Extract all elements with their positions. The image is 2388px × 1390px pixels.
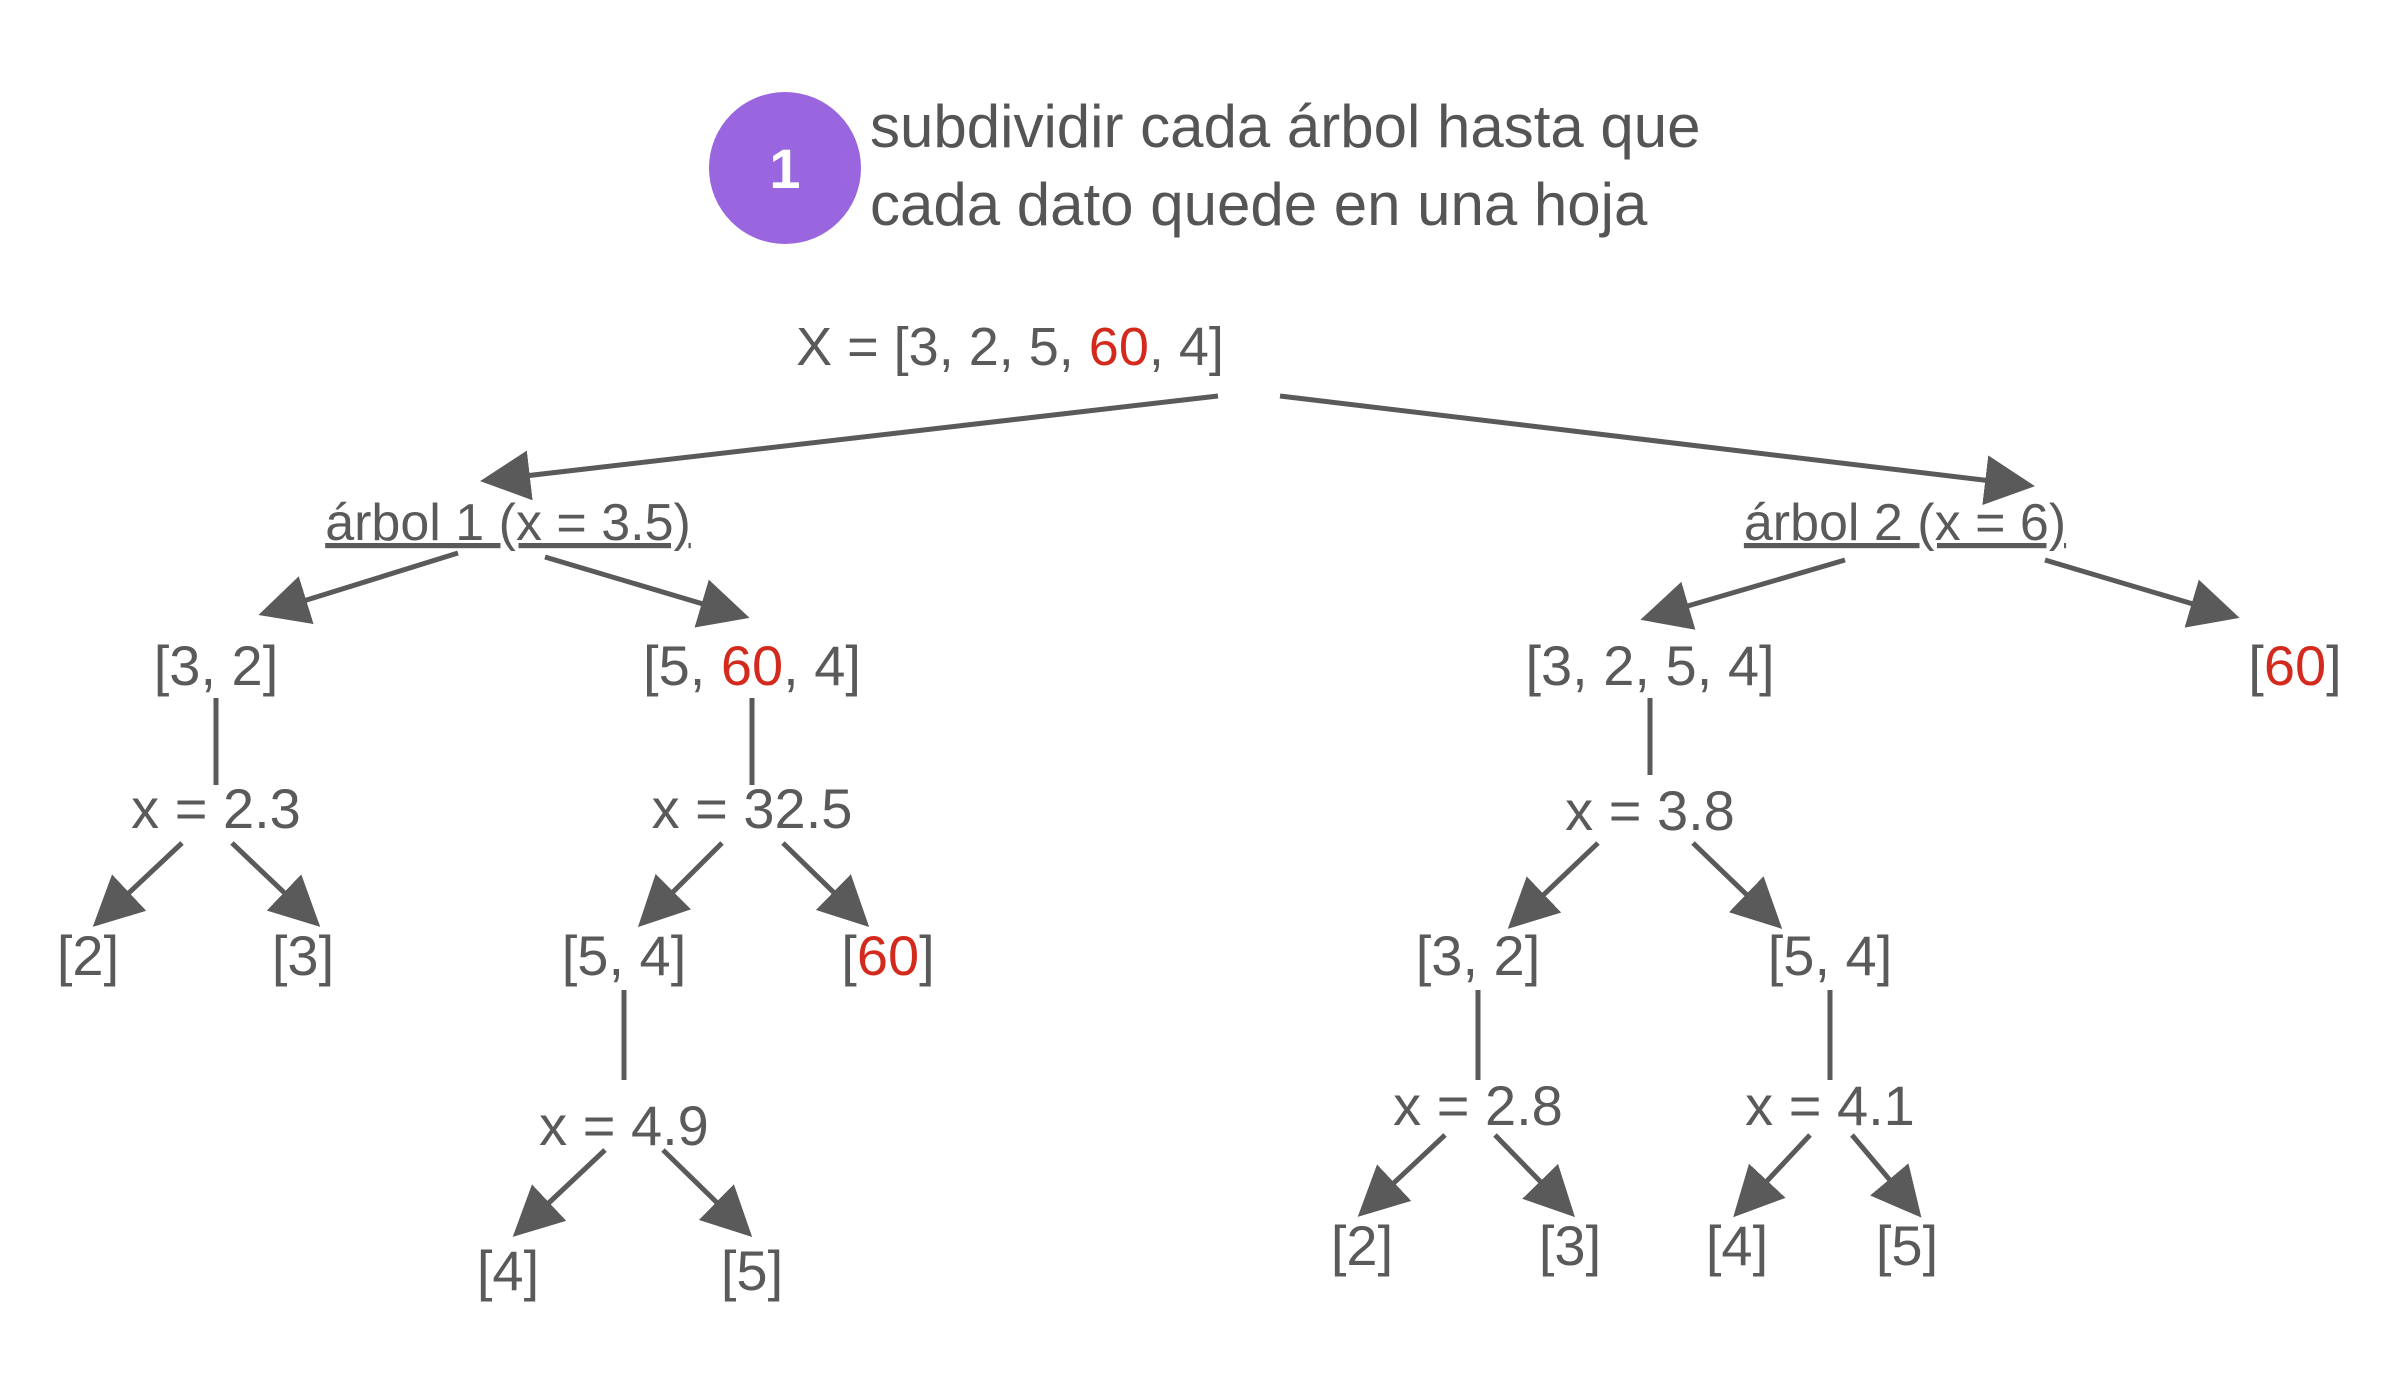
edge-root-to-tree1 [480, 393, 1219, 501]
edge-tree1-to-right [544, 554, 750, 628]
node-t2-leaf-4: [4] [1706, 1214, 1768, 1277]
node-t1-leaf-60-segment-2: ] [919, 924, 935, 987]
node-t1-leaf-60-highlight: 60 [857, 924, 919, 987]
step-description: subdividir cada árbol hasta que cada dat… [870, 88, 1701, 244]
node-t2-32: [3, 2] [1416, 924, 1541, 987]
root-dataset-label-segment-2: , 4] [1149, 317, 1224, 377]
node-t2-leaf-60-segment-0: [ [2248, 634, 2264, 697]
node-t2-54-segment-0: [5, 4] [1768, 924, 1893, 987]
node-t2-leaf-2-segment-0: [2] [1331, 1214, 1393, 1277]
node-t1-right: [5, 60, 4] [643, 634, 861, 697]
edge-tree1-to-left [258, 550, 459, 625]
node-t1-leaf-4: [4] [477, 1239, 539, 1302]
node-t1-right-segment-0: [5, [643, 634, 721, 697]
edge-t2-split-b-right [1493, 1133, 1575, 1218]
edge-tree2-to-right [2044, 557, 2240, 628]
node-t1-left: [3, 2] [154, 634, 279, 697]
node-t1-split-b-segment-0: x = 32.5 [652, 777, 853, 840]
node-t2-left: [3, 2, 5, 4] [1525, 634, 1774, 697]
node-t2-leaf-2: [2] [1331, 1214, 1393, 1277]
node-t2-leaf-3: [3] [1539, 1214, 1601, 1277]
node-t1-left-segment-0: [3, 2] [154, 634, 279, 697]
edge-t2-split-a-right [1691, 841, 1783, 929]
node-t1-split-c: x = 4.9 [539, 1094, 709, 1157]
node-t2-leaf-60-highlight: 60 [2264, 634, 2326, 697]
node-t1-leaf-2: [2] [57, 924, 119, 987]
edge-t2-split-c-left [1733, 1133, 1812, 1218]
node-t2-32-segment-0: [3, 2] [1416, 924, 1541, 987]
node-t1-leaf-2-segment-0: [2] [57, 924, 119, 987]
node-t1-leaf-4-segment-0: [4] [477, 1239, 539, 1302]
node-t2-split-b: x = 2.8 [1393, 1074, 1563, 1137]
node-t1-leaf-5: [5] [721, 1239, 783, 1302]
edge-t2-split-a-left [1507, 841, 1600, 929]
step-line-2: cada dato quede en una hoja [870, 171, 1648, 238]
node-t2-left-segment-0: [3, 2, 5, 4] [1525, 634, 1774, 697]
node-t1-leaf-3-segment-0: [3] [272, 924, 334, 987]
edge-t1-split-c-right [661, 1148, 753, 1237]
node-t1-right-highlight: 60 [721, 634, 783, 697]
tree-edges [92, 393, 2240, 1237]
node-t2-split-c-segment-0: x = 4.1 [1745, 1074, 1915, 1137]
edge-root-to-tree2 [1279, 393, 2035, 506]
node-t1-54-segment-0: [5, 4] [562, 924, 687, 987]
root-dataset-label-segment-0: X = [3, 2, 5, [796, 317, 1089, 377]
edge-t2-split-c-right [1850, 1133, 1922, 1218]
edge-t2-split-b-left [1357, 1133, 1447, 1217]
node-t1-leaf-3: [3] [272, 924, 334, 987]
tree1-title-segment-0: árbol 1 (x = 3.5) [325, 494, 691, 552]
node-t2-leaf-60-segment-2: ] [2326, 634, 2342, 697]
tree2-title: árbol 2 (x = 6) [1744, 494, 2066, 552]
node-t1-leaf-60: [60] [841, 924, 934, 987]
node-t2-split-c: x = 4.1 [1745, 1074, 1915, 1137]
node-t1-split-a-segment-0: x = 2.3 [131, 777, 301, 840]
edge-tree2-to-left [1640, 557, 1846, 630]
tree1-title: árbol 1 (x = 3.5) [325, 494, 691, 552]
node-t2-leaf-4-segment-0: [4] [1706, 1214, 1768, 1277]
node-t2-leaf-60: [60] [2248, 634, 2341, 697]
node-t2-split-b-segment-0: x = 2.8 [1393, 1074, 1563, 1137]
edge-t1-split-a-right [230, 841, 321, 927]
edge-t1-split-b-right [781, 841, 870, 927]
step-number: 1 [769, 136, 801, 200]
root-dataset-label-highlight: 60 [1089, 317, 1149, 377]
tree2-title-segment-0: árbol 2 (x = 6) [1744, 494, 2066, 552]
node-t2-leaf-3-segment-0: [3] [1539, 1214, 1601, 1277]
node-t2-split-a-segment-0: x = 3.8 [1565, 779, 1735, 842]
edge-t1-split-c-left [512, 1148, 607, 1237]
edge-t1-split-b-left [637, 841, 724, 928]
root-dataset-label: X = [3, 2, 5, 60, 4] [796, 317, 1224, 377]
node-t2-leaf-5: [5] [1876, 1214, 1938, 1277]
node-t2-54: [5, 4] [1768, 924, 1893, 987]
node-t2-split-a: x = 3.8 [1565, 779, 1735, 842]
node-t1-leaf-5-segment-0: [5] [721, 1239, 783, 1302]
node-t1-split-c-segment-0: x = 4.9 [539, 1094, 709, 1157]
node-t1-split-b: x = 32.5 [652, 777, 853, 840]
node-t2-leaf-5-segment-0: [5] [1876, 1214, 1938, 1277]
edge-t1-split-a-left [92, 841, 184, 927]
node-t1-54: [5, 4] [562, 924, 687, 987]
node-t1-split-a: x = 2.3 [131, 777, 301, 840]
step-number-badge: 1 [709, 92, 861, 244]
step-line-1: subdividir cada árbol hasta que [870, 93, 1701, 160]
tree-labels: X = [3, 2, 5, 60, 4]árbol 1 (x = 3.5)árb… [57, 317, 2342, 1302]
node-t1-leaf-60-segment-0: [ [841, 924, 857, 987]
node-t1-right-segment-2: , 4] [783, 634, 861, 697]
